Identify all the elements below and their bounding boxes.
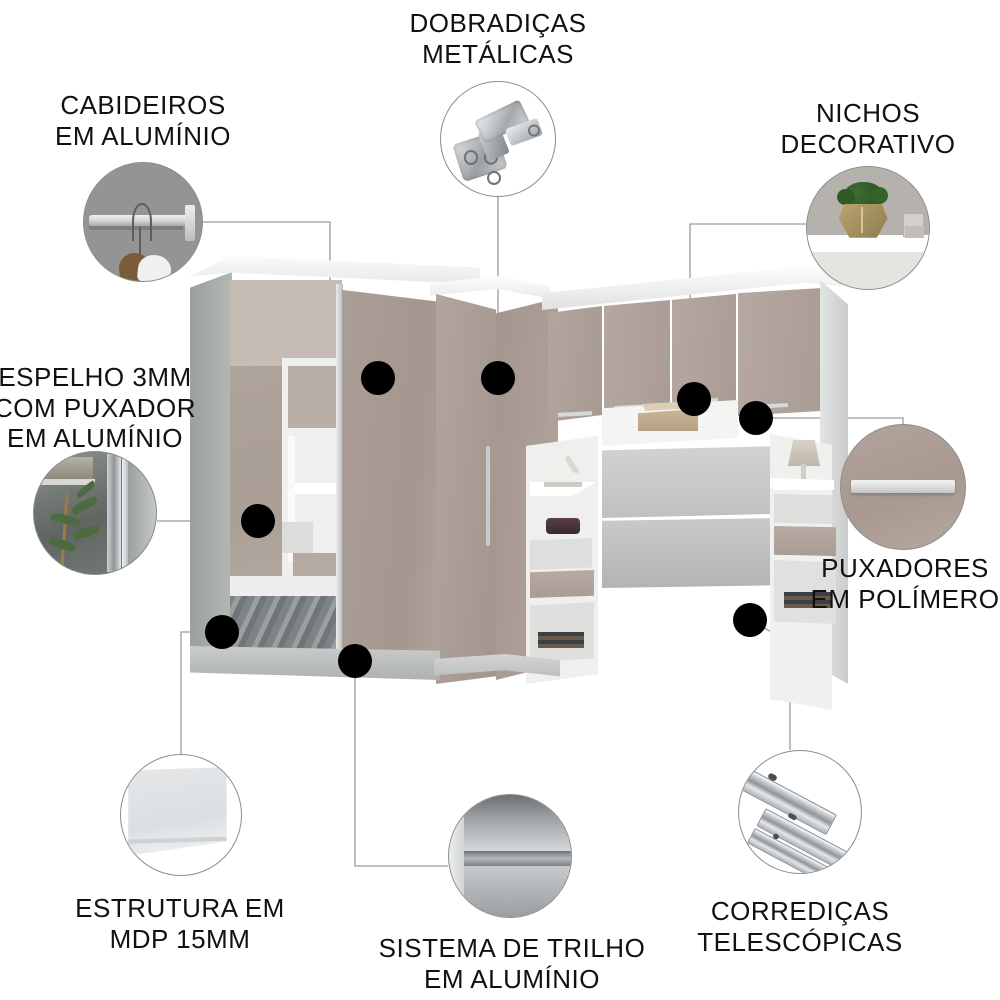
dot-corner-door: [481, 361, 515, 395]
upper-cabinet-door-4: [738, 288, 822, 416]
right-corner-shelf: [770, 478, 834, 490]
thumb-nichos: [806, 166, 930, 290]
left-books-decor: [538, 632, 584, 648]
thumb-cabideiros: [83, 162, 203, 282]
dot-corredicas: [733, 603, 767, 637]
dot-nichos: [677, 382, 711, 416]
left-wardrobe-base: [190, 646, 440, 680]
right-drawer: [774, 526, 836, 556]
mirror-door: [230, 280, 342, 670]
thumb-puxadores: [840, 424, 966, 550]
dot-mirror: [241, 504, 275, 538]
right-books-decor: [784, 592, 832, 608]
lamp-decor: [788, 440, 820, 466]
product-illustration: [190, 250, 848, 710]
decorative-niche-icon: [807, 167, 929, 289]
niche-decor-box: [638, 408, 698, 431]
bed-headboard-upper: [602, 446, 782, 518]
thumb-corredicas: [738, 750, 862, 874]
upper-cabinet-door-1: [548, 306, 602, 422]
aluminium-rail-icon: [449, 795, 571, 917]
label-dobradicas: DOBRADIÇAS METÁLICAS: [409, 8, 587, 69]
telescopic-slide-icon: [739, 751, 861, 873]
thumb-estrutura: [120, 754, 242, 876]
dot-puxadores: [739, 401, 773, 435]
dot-estrutura: [205, 615, 239, 649]
left-open-niche: [530, 538, 592, 570]
speaker-decor: [546, 518, 580, 534]
label-espelho: ESPELHO 3MM COM PUXADOR EM ALUMÍNIO: [0, 362, 196, 454]
corner-door-handle-left: [486, 446, 490, 546]
mirror-aluminium-handle: [336, 284, 343, 666]
hinge-icon: [441, 82, 555, 196]
right-open-niche: [774, 494, 832, 524]
bed-headboard-lower: [602, 518, 782, 588]
label-nichos: NICHOS DECORATIVO: [780, 98, 956, 159]
thumb-trilho: [448, 794, 572, 918]
corner-base: [434, 654, 560, 677]
label-estrutura: ESTRUTURA EM MDP 15MM: [75, 893, 285, 954]
thumb-dobradicas: [440, 81, 556, 197]
label-cabideiros: CABIDEIROS EM ALUMÍNIO: [55, 90, 231, 151]
thumb-espelho: [33, 451, 157, 575]
left-drawer: [530, 570, 594, 598]
wardrobe-left-side-panel: [190, 272, 232, 664]
clothes-rail-icon: [84, 163, 202, 281]
dot-door-left: [361, 361, 395, 395]
wardrobe-door-left: [342, 289, 438, 674]
label-trilho: SISTEMA DE TRILHO EM ALUMÍNIO: [378, 933, 646, 994]
mdp-board-icon: [121, 755, 241, 875]
label-puxadores: PUXADORES EM POLÍMERO: [810, 553, 1000, 614]
label-corredicas: CORREDIÇAS TELESCÓPICAS: [697, 896, 903, 957]
upper-cabinet-door-2: [604, 300, 670, 418]
dot-trilho: [338, 644, 372, 678]
polymer-handle-icon: [841, 425, 965, 549]
mirror-icon: [34, 452, 156, 574]
